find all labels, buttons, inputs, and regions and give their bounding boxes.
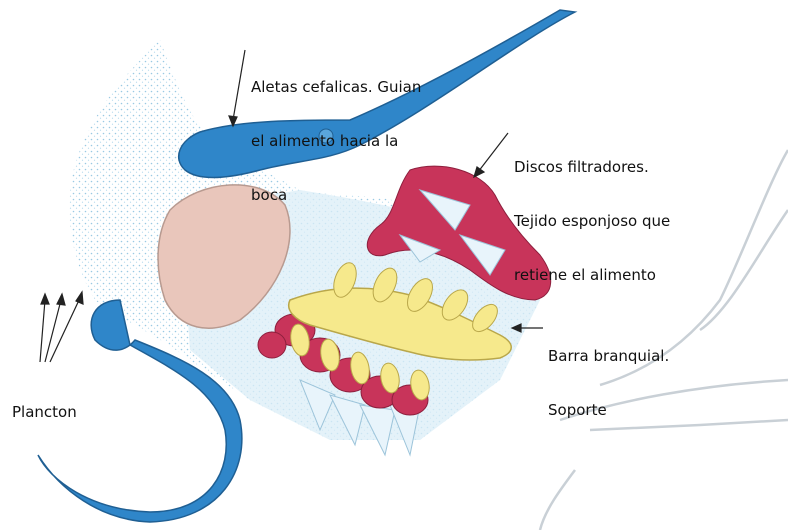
label-line: Soporte [548,401,669,419]
label-line: Aletas cefalicas. Guian [251,78,421,96]
label-barra-branquial: Barra branquial. Soporte [548,311,669,437]
label-line: retiene el alimento [514,266,670,284]
label-line: boca [251,186,421,204]
label-line: el alimento hacia la [251,132,421,150]
label-plancton: Plancton [12,367,77,439]
label-line: Tejido esponjoso que [514,212,670,230]
label-discos-filtradores: Discos filtradores. Tejido esponjoso que… [514,122,670,302]
label-aletas-cefalicas: Aletas cefalicas. Guian el alimento haci… [251,42,421,222]
label-line: Barra branquial. [548,347,669,365]
label-line: Plancton [12,403,77,421]
label-line: Discos filtradores. [514,158,670,176]
